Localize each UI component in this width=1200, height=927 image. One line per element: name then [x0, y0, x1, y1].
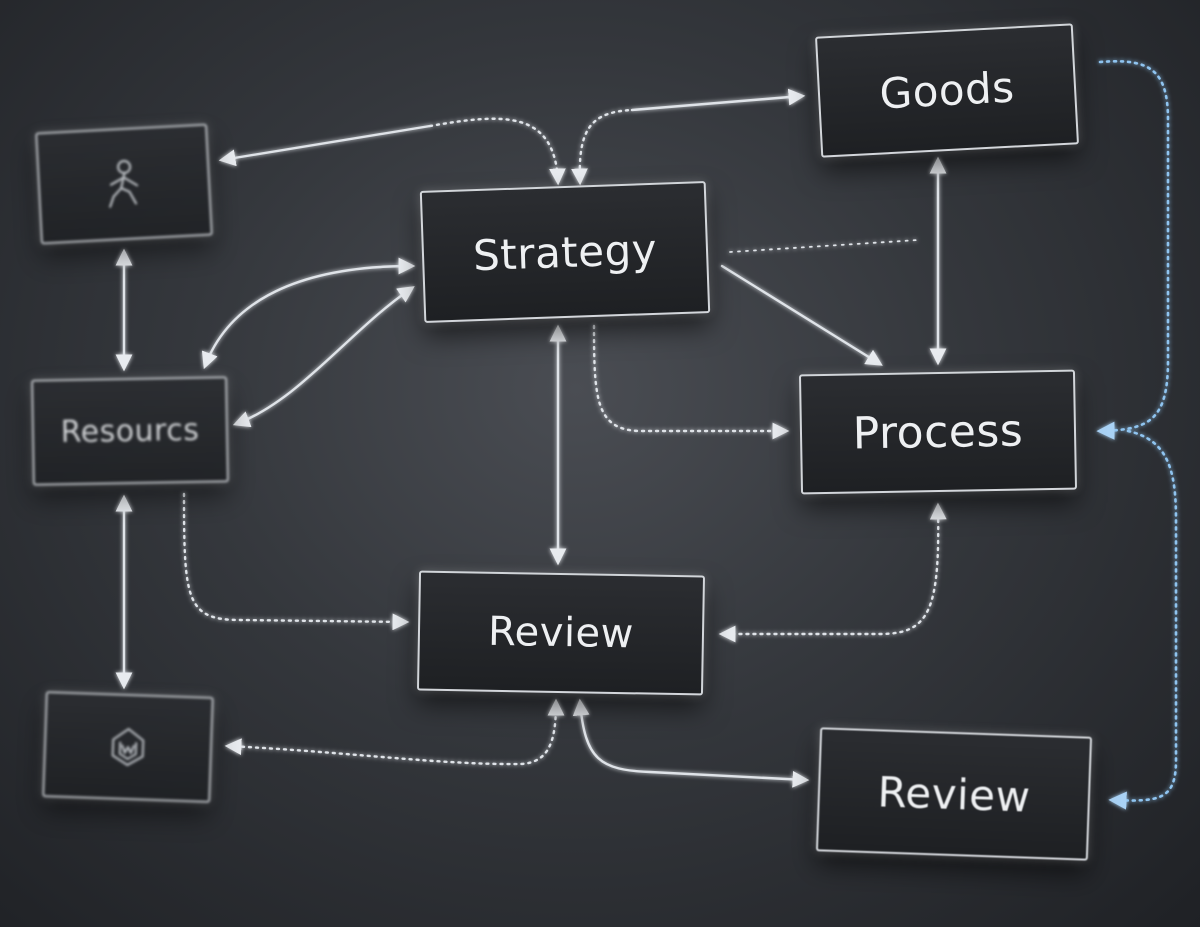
connector-strategy-to-process-dotted — [592, 324, 790, 440]
connector-goods-to-process-blue — [1096, 60, 1170, 440]
node-resources[interactable]: Resourcs — [31, 376, 229, 486]
node-review-center-label: Review — [487, 608, 635, 658]
connector-process-to-review-blue — [1108, 429, 1178, 810]
node-review-bottom-right[interactable]: Review — [815, 727, 1093, 861]
node-process[interactable]: Process — [798, 369, 1078, 495]
node-goods[interactable]: Goods — [815, 23, 1079, 158]
node-process-label: Process — [852, 405, 1024, 459]
connector-strategy-to-goods-dotted — [571, 108, 634, 186]
connector-resources-strategy-b — [232, 286, 415, 428]
shield-icon — [107, 725, 148, 768]
connector-resources-strategy-a — [201, 257, 416, 370]
connector-icon-to-review-dotted — [224, 698, 565, 766]
person-icon — [100, 157, 149, 211]
node-goods-label: Goods — [878, 62, 1016, 119]
node-review-center[interactable]: Review — [416, 570, 706, 696]
connector-icon-to-strategy-dotted — [428, 117, 566, 186]
connector-process-to-review-dotted — [718, 502, 947, 643]
connector-strategy-to-goods — [630, 88, 806, 112]
node-resources-label: Resourcs — [60, 412, 200, 450]
connector-review-review — [572, 698, 810, 788]
connector-icon-to-strategy — [218, 124, 432, 167]
connector-strategy-dotted-right — [729, 239, 919, 253]
connector-strategy-to-process — [720, 264, 883, 366]
connector-resources-to-review-dotted — [182, 492, 410, 631]
node-strategy[interactable]: Strategy — [419, 181, 711, 323]
node-strategy-label: Strategy — [472, 224, 658, 280]
node-icon-top-left[interactable] — [35, 123, 213, 245]
node-review-bottom-right-label: Review — [876, 766, 1032, 822]
node-icon-bottom-left[interactable] — [42, 691, 214, 803]
